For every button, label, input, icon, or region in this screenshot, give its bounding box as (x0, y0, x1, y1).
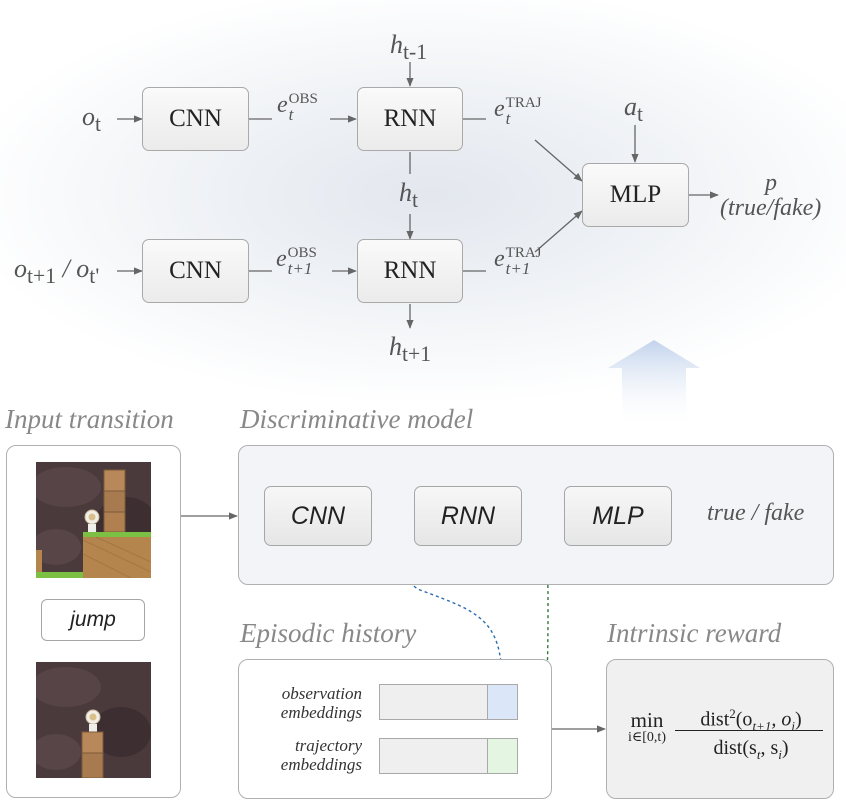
trajectory-embeddings-bar (379, 738, 488, 774)
action-label: at (624, 92, 644, 127)
background-glow (0, 0, 846, 400)
h-next-label: ht+1 (389, 332, 432, 367)
rnn-box-bottom: RNN (357, 239, 463, 303)
disc-cnn-box: CNN (264, 486, 372, 546)
observation-embedding-slot (487, 684, 518, 720)
episodic-history-panel (238, 659, 552, 799)
section-episodic-history: Episodic history (240, 618, 417, 648)
h-t-label: ht (399, 178, 419, 213)
trajectory-embedding-slot (487, 738, 518, 774)
intrinsic-reward-panel (606, 659, 834, 799)
output-true-fake-label: (true/fake) (720, 195, 822, 221)
jump-action-box: jump (41, 599, 145, 641)
output-p-label: p (765, 170, 777, 196)
disc-output-label: true / fake (707, 500, 805, 526)
observation-embeddings-bar (379, 684, 488, 720)
input-o-next: ot+1 / ot' (14, 254, 100, 289)
rnn-box-top: RNN (357, 87, 463, 151)
input-o-t: ot (82, 102, 102, 137)
disc-mlp-box: MLP (564, 486, 672, 546)
section-discriminative-model: Discriminative model (240, 404, 474, 434)
cnn-box-bottom: CNN (142, 239, 249, 303)
cnn-box-top: CNN (142, 87, 249, 151)
section-intrinsic-reward: Intrinsic reward (607, 618, 782, 648)
section-input-transition: Input transition (5, 404, 174, 434)
game-frame-before (36, 462, 151, 578)
reward-formula: min i∈[0,t) dist2(ot+1, oi) dist(st, si) (620, 699, 830, 769)
game-frame-after (36, 662, 151, 778)
disc-rnn-box: RNN (414, 486, 522, 546)
mlp-box: MLP (582, 163, 689, 227)
h-prev-label: ht-1 (390, 30, 428, 65)
